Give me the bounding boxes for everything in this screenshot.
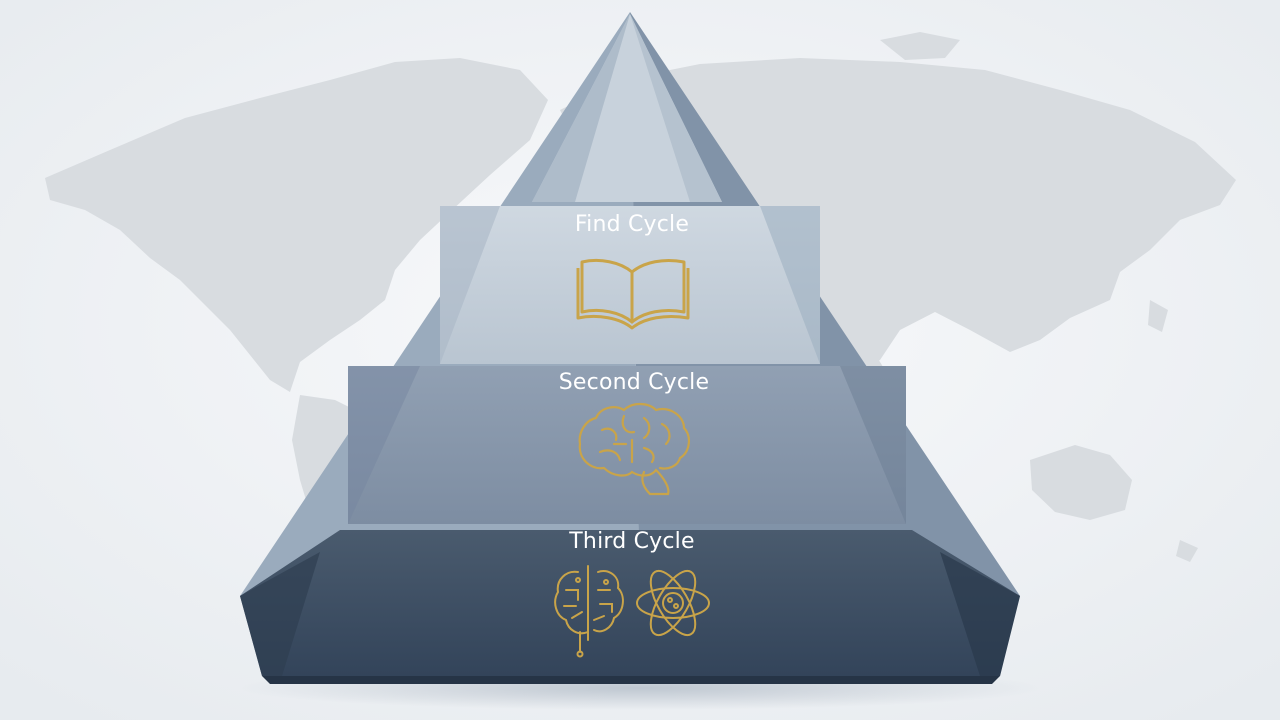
- tier-third: [240, 530, 1020, 684]
- brain-icon: [578, 402, 690, 496]
- tier-first: [440, 206, 820, 364]
- open-book-icon: [576, 258, 690, 330]
- tier-label-first: Find Cycle: [575, 212, 689, 237]
- tier-label-second: Second Cycle: [559, 370, 709, 395]
- tier-label-third: Third Cycle: [568, 529, 694, 554]
- brain-circuit-icon: [554, 565, 624, 658]
- atom-icon: [636, 569, 710, 637]
- pyramid-apex: [532, 14, 722, 202]
- tier-second: [348, 366, 906, 524]
